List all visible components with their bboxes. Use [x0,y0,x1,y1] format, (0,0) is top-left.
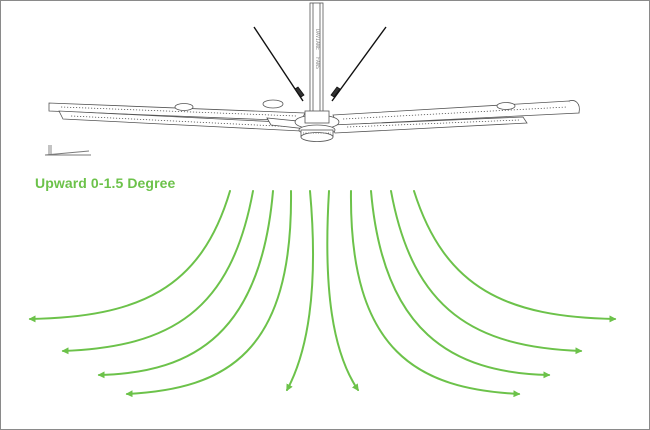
mast-brand-text-2: FANS [314,57,320,69]
airflow-arrow-icon [125,190,293,398]
airflow-arrow-icon [326,190,359,392]
airflow-arrow-icon [61,190,254,355]
airflow-arrow-icon [97,190,274,379]
airflow-arrow-icon [413,190,617,323]
angle-indicator-icon [44,145,91,156]
airflow-arrow-icon [286,190,314,392]
airflow-arrow-icon [28,190,231,323]
airflow-arrow-icon [349,190,521,398]
airflow-arrow-icon [370,190,551,379]
airflow-arrows [28,190,617,398]
airflow-arrow-icon [390,190,583,355]
guy-cable-right [331,26,387,102]
mast-brand-text: DAVIANE [314,29,320,50]
angle-label: Upward 0-1.5 Degree [35,175,176,191]
ceiling-fan-icon [48,2,580,142]
